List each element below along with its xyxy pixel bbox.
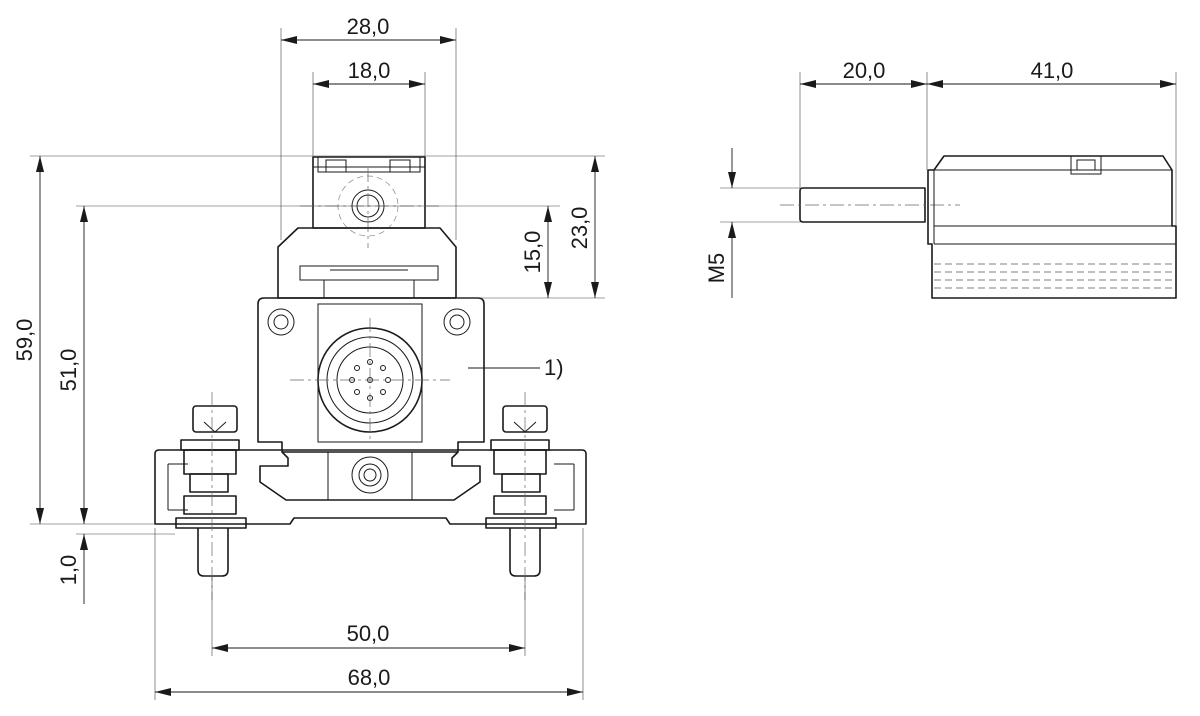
side-dimensions: 20,0 41,0 M5 <box>704 58 1177 298</box>
actuator-head <box>300 156 440 248</box>
dim-1: 1,0 <box>56 555 81 586</box>
dim-15: 15,0 <box>520 231 545 274</box>
dim-18: 18,0 <box>348 58 391 83</box>
dim-20: 20,0 <box>843 58 886 83</box>
callout-connector: 1) <box>544 355 564 380</box>
screw-right <box>485 392 557 600</box>
switch-housing <box>257 297 485 453</box>
dim-50: 50,0 <box>347 621 390 646</box>
side-view <box>780 155 1177 299</box>
side-body <box>927 155 1177 299</box>
screw-left <box>175 392 247 600</box>
dim-m5: M5 <box>704 253 729 284</box>
front-dimensions: 28,0 18,0 59,0 51,0 1,0 15,0 <box>12 14 605 700</box>
mounting-bracket <box>259 451 481 501</box>
plunger <box>799 187 926 223</box>
dim-41: 41,0 <box>1031 58 1074 83</box>
base-plate <box>154 449 587 525</box>
dim-23: 23,0 <box>567 207 592 250</box>
dim-59: 59,0 <box>12 319 37 362</box>
actuator-body <box>277 227 457 299</box>
dim-28: 28,0 <box>347 14 390 39</box>
dim-68: 68,0 <box>348 665 391 690</box>
front-view: 1) <box>154 156 587 600</box>
dim-51: 51,0 <box>56 349 81 392</box>
